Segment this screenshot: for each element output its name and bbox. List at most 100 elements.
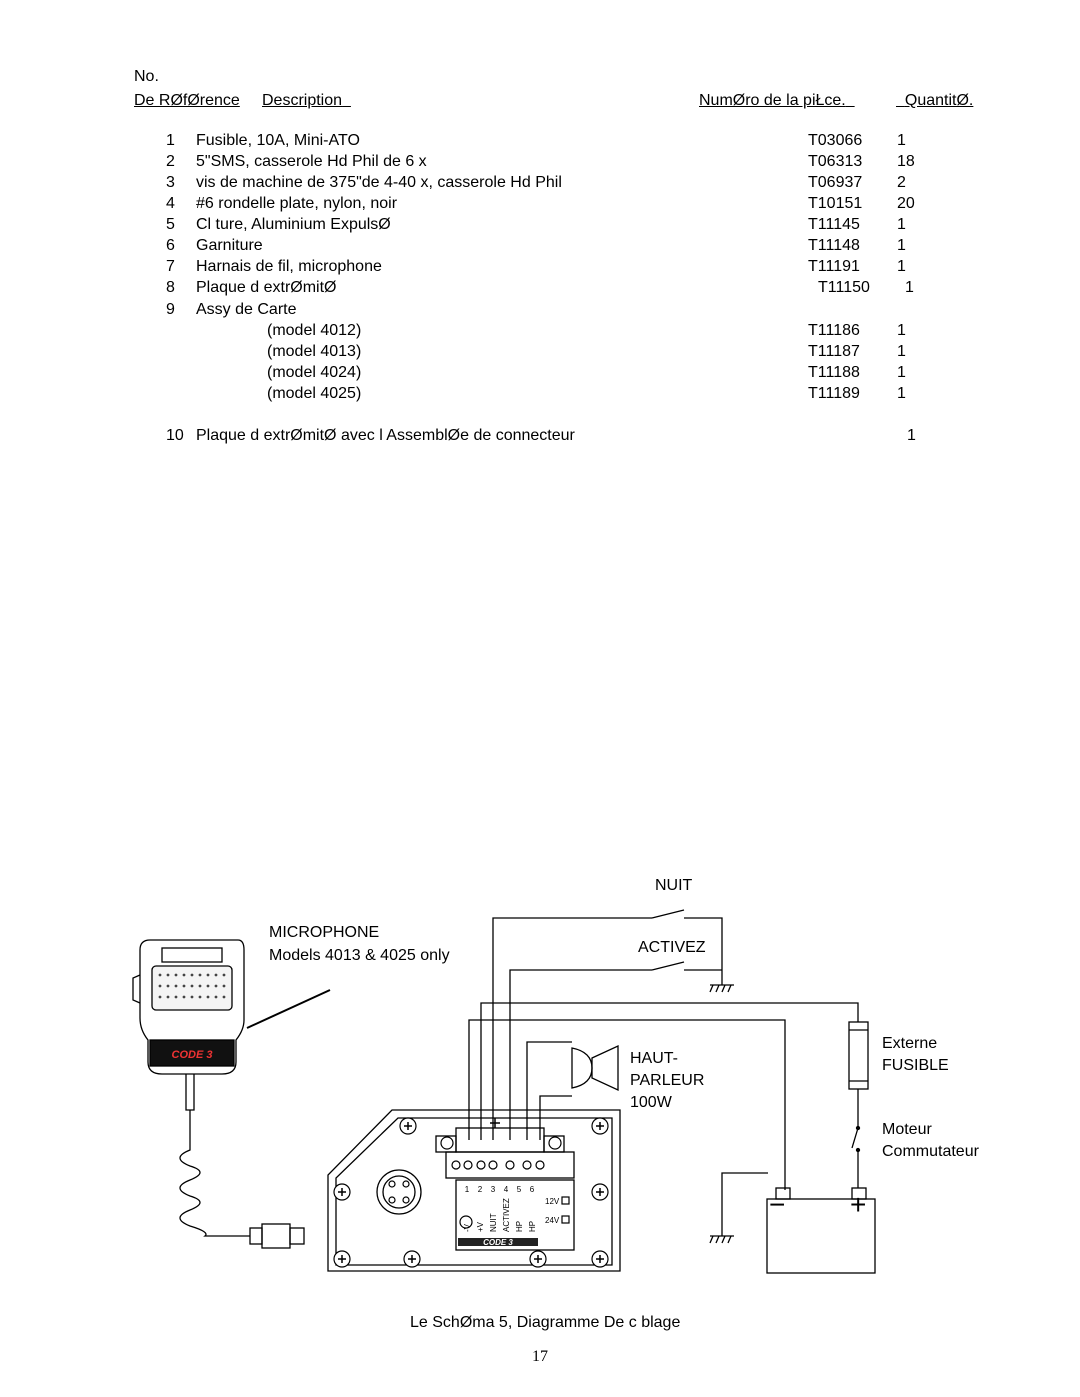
- pin-number: 6: [530, 1185, 535, 1194]
- reference-header: De RØfØrence: [134, 92, 240, 109]
- voltage-24-label: 24V: [545, 1216, 560, 1225]
- battery-minus-icon: −: [769, 1189, 786, 1220]
- list-item: 10 Plaque d extrØmitØ avec l AssemblØe d…: [0, 427, 1080, 448]
- list-item: 1 Fusible, 10A, Mini-ATO T03066 1: [0, 132, 1080, 153]
- item-qty: 1: [905, 279, 914, 296]
- pin-number: 1: [465, 1185, 470, 1194]
- item-part: T11189: [808, 385, 860, 402]
- speaker-label-haut: HAUT-: [630, 1050, 678, 1067]
- voltage-12-label: 12V: [545, 1197, 560, 1206]
- item-qty: 1: [897, 385, 906, 402]
- item-qty: 1: [897, 237, 906, 254]
- item-description: vis de machine de 375"de 4-40 x, cassero…: [196, 174, 562, 191]
- item-description: Harnais de fil, microphone: [196, 258, 382, 275]
- list-item-model: (model 4012) T11186 1: [0, 322, 1080, 343]
- pin-label: ACTIVEZ: [502, 1198, 511, 1232]
- item-number: 7: [166, 258, 175, 275]
- list-item: 5 Cl ture, Aluminium ExpulsØ T11145 1: [0, 216, 1080, 237]
- item-number: 2: [166, 153, 175, 170]
- item-part: T03066: [808, 132, 863, 149]
- item-number: 3: [166, 174, 175, 191]
- item-qty: 1: [897, 132, 906, 149]
- model-description: (model 4012): [267, 322, 362, 339]
- item-part: T10151: [808, 195, 863, 212]
- item-part: T11187: [808, 343, 860, 360]
- list-item-model: (model 4013) T11187 1: [0, 343, 1080, 364]
- item-part: T11186: [808, 322, 860, 339]
- model-description: (model 4025): [267, 385, 362, 402]
- figure-caption: Le SchØma 5, Diagramme De c blage: [410, 1314, 681, 1331]
- list-item: 2 5"SMS, casserole Hd Phil de 6 x T06313…: [0, 153, 1080, 174]
- pin-label: +V: [476, 1221, 485, 1232]
- item-part: T11150: [818, 279, 870, 296]
- pin-number: 5: [517, 1185, 522, 1194]
- item-qty: 20: [897, 195, 915, 212]
- pin-number: 2: [478, 1185, 483, 1194]
- pin-label: NUIT: [489, 1213, 498, 1232]
- item-qty: 1: [897, 258, 906, 275]
- item-qty: 1: [897, 364, 906, 381]
- item-description: Cl ture, Aluminium ExpulsØ: [196, 216, 391, 233]
- item-number: 1: [166, 132, 175, 149]
- model-description: (model 4024): [267, 364, 362, 381]
- item-number: 8: [166, 279, 175, 296]
- list-item-model: (model 4025) T11189 1: [0, 385, 1080, 406]
- item-qty: 18: [897, 153, 915, 170]
- item-qty: 1: [907, 427, 916, 444]
- board-brand-logo: CODE 3: [483, 1238, 513, 1247]
- item-number: 9: [166, 301, 175, 318]
- no-header: No.: [134, 68, 159, 85]
- item-part: T11191: [808, 258, 860, 275]
- item-part: T11148: [808, 237, 860, 254]
- activez-label: ACTIVEZ: [638, 939, 706, 956]
- item-description: #6 rondelle plate, nylon, noir: [196, 195, 398, 212]
- quantity-header: QuantitØ.: [904, 92, 974, 109]
- description-header: Description: [262, 92, 343, 109]
- speaker-label-parleur: PARLEUR: [630, 1072, 705, 1089]
- item-description: Assy de Carte: [196, 301, 297, 318]
- battery-plus-icon: +: [850, 1189, 867, 1220]
- nuit-label: NUIT: [655, 877, 693, 894]
- fuse-label-externe: Externe: [882, 1035, 938, 1052]
- list-item-model: (model 4024) T11188 1: [0, 364, 1080, 385]
- item-description: Plaque d extrØmitØ: [196, 279, 337, 296]
- mic-brand-logo: CODE 3: [172, 1049, 213, 1061]
- item-description: 5"SMS, casserole Hd Phil de 6 x: [196, 153, 427, 170]
- motor-label: Moteur: [882, 1121, 932, 1138]
- item-qty: 1: [897, 322, 906, 339]
- switch-label: Commutateur: [882, 1143, 979, 1160]
- item-description: Garniture: [196, 237, 263, 254]
- pin-label: -V: [463, 1223, 472, 1232]
- item-number: 6: [166, 237, 175, 254]
- pin-label: HP: [515, 1221, 524, 1232]
- item-qty: 2: [897, 174, 906, 191]
- item-qty: 1: [897, 343, 906, 360]
- list-item: 7 Harnais de fil, microphone T11191 1: [0, 258, 1080, 279]
- item-part: T11188: [808, 364, 860, 381]
- item-number: 4: [166, 195, 175, 212]
- list-item: 6 Garniture T11148 1: [0, 237, 1080, 258]
- item-part: T11145: [808, 216, 860, 233]
- item-description: Plaque d extrØmitØ avec l AssemblØe de c…: [196, 427, 575, 444]
- microphone-label: MICROPHONE: [269, 924, 380, 941]
- list-item: 8 Plaque d extrØmitØ T11150 1: [0, 279, 1080, 300]
- model-description: (model 4013): [267, 343, 362, 360]
- item-number: 5: [166, 216, 175, 233]
- fuse-label: FUSIBLE: [882, 1057, 949, 1074]
- part-number-header: NumØro de la piŁce.: [699, 92, 846, 109]
- pin-number: 4: [504, 1185, 509, 1194]
- pin-number: 3: [491, 1185, 496, 1194]
- item-qty: 1: [897, 216, 906, 233]
- list-item: 4 #6 rondelle plate, nylon, noir T10151 …: [0, 195, 1080, 216]
- speaker-wattage: 100W: [630, 1094, 672, 1111]
- item-number: 10: [166, 427, 184, 444]
- list-item: 3 vis de machine de 375"de 4-40 x, casse…: [0, 174, 1080, 195]
- pin-label: HP: [528, 1221, 537, 1232]
- list-item: 9 Assy de Carte: [0, 301, 1080, 322]
- models-note: Models 4013 & 4025 only: [269, 947, 450, 964]
- microphone-illustration: [132, 939, 305, 1249]
- item-description: Fusible, 10A, Mini-ATO: [196, 132, 360, 149]
- board-logo-bar: [458, 1238, 538, 1246]
- page-number: 17: [532, 1348, 548, 1365]
